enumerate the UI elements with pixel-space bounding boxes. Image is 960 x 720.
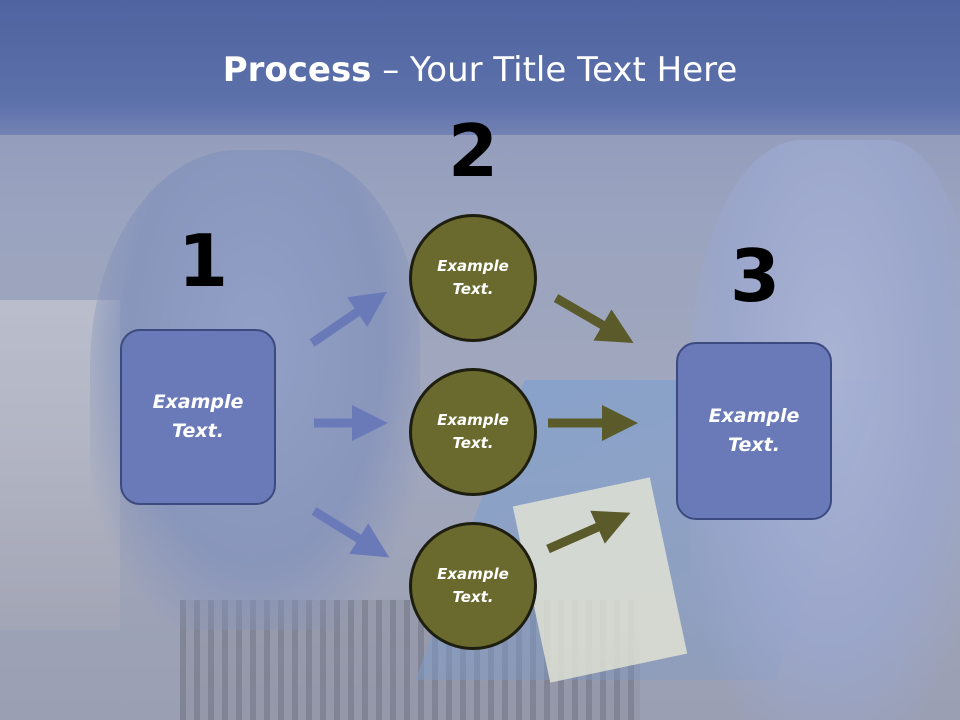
arrow-1-to-a <box>309 291 387 347</box>
title-bold: Process <box>222 50 372 90</box>
step-2-circle-bottom: Example Text. <box>409 522 537 650</box>
step-number-3: 3 <box>730 234 781 318</box>
step-number-1: 1 <box>178 219 229 303</box>
step-3-box: Example Text. <box>676 342 832 520</box>
step-2-circle-middle: Example Text. <box>409 368 537 496</box>
title-bar: Process – Your Title Text Here <box>0 0 960 135</box>
arrow-c-to-3 <box>546 510 631 554</box>
step-number-2: 2 <box>448 109 499 193</box>
step-2-circle-top: Example Text. <box>409 214 537 342</box>
slide-title: Process – Your Title Text Here <box>0 50 960 90</box>
step-1-box: Example Text. <box>120 329 276 505</box>
circle-middle-label: Example Text. <box>437 411 509 452</box>
circle-top-label: Example Text. <box>437 257 509 298</box>
step-3-label: Example Text. <box>708 405 800 456</box>
circle-bottom-label: Example Text. <box>437 565 509 606</box>
arrow-1-to-c <box>311 507 390 558</box>
step-1-label: Example Text. <box>152 391 244 442</box>
arrow-a-to-3 <box>553 294 634 344</box>
title-rest: – Your Title Text Here <box>371 50 738 90</box>
